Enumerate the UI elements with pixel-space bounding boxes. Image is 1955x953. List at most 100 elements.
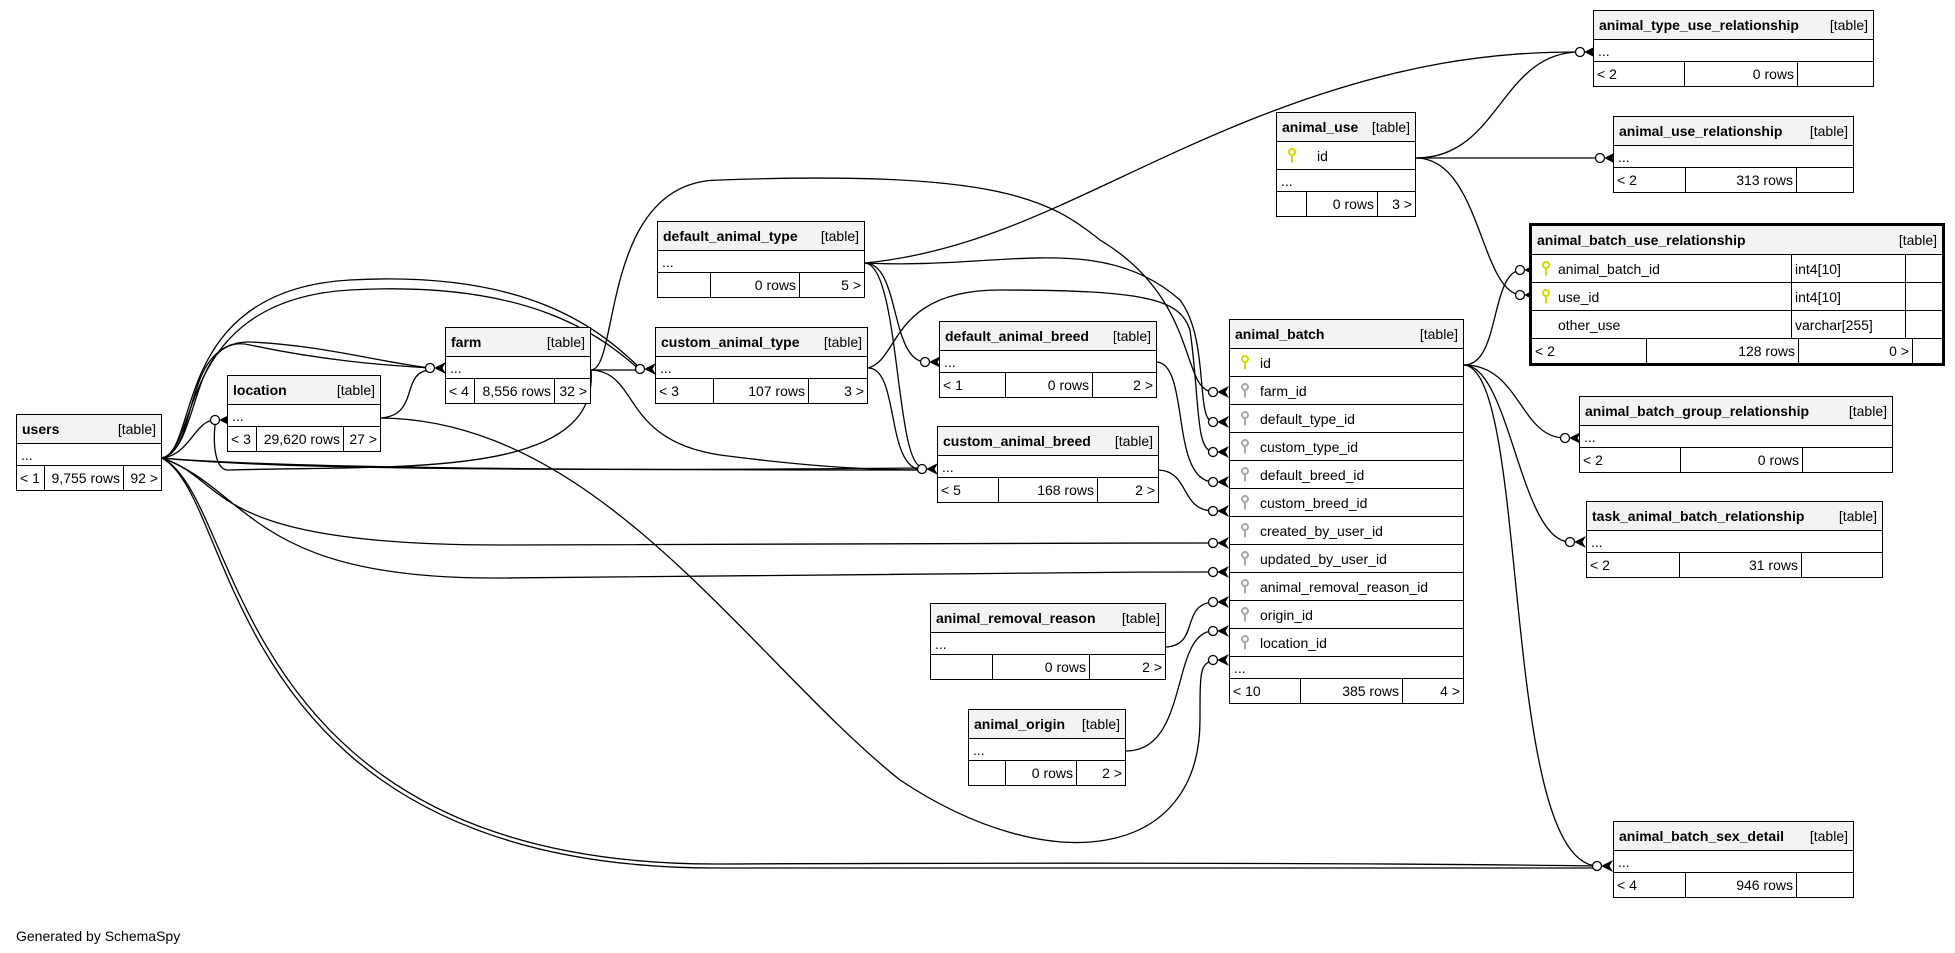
- zero-cardinality-marker: [1574, 46, 1586, 58]
- parents-link[interactable]: < 1: [940, 373, 1006, 397]
- column-row[interactable]: id: [1230, 349, 1463, 377]
- column-row[interactable]: animal_removal_reason_id: [1230, 573, 1463, 601]
- children-link[interactable]: [1797, 873, 1853, 897]
- table-header[interactable]: custom_animal_breed[table]: [938, 427, 1158, 456]
- foreign-key-icon: [1234, 578, 1256, 595]
- column-row[interactable]: location_id: [1230, 629, 1463, 657]
- relationship-line-animal_removal_reason-to-animal_batch.removal: [1165, 601, 1214, 648]
- parents-link[interactable]: < 4: [446, 379, 475, 403]
- column-row[interactable]: custom_type_id: [1230, 433, 1463, 461]
- children-link[interactable]: [1798, 62, 1873, 86]
- children-link[interactable]: 3 >: [1392, 196, 1412, 212]
- column-row[interactable]: default_breed_id: [1230, 461, 1463, 489]
- table-header[interactable]: default_animal_breed[table]: [940, 322, 1156, 351]
- children-link[interactable]: [1797, 168, 1853, 192]
- zero-cardinality-marker: [1564, 536, 1576, 548]
- column-name-cell: use_id: [1532, 283, 1792, 310]
- many-crowfoot-marker: [1601, 860, 1614, 872]
- table-header[interactable]: custom_animal_type[table]: [656, 328, 867, 357]
- table-kind: [table]: [1829, 17, 1868, 33]
- children-link[interactable]: 4 >: [1440, 683, 1460, 699]
- column-row[interactable]: updated_by_user_id: [1230, 545, 1463, 573]
- column-row[interactable]: origin_id: [1230, 601, 1463, 629]
- table-task-animal-batch-relationship[interactable]: task_animal_batch_relationship[table] ..…: [1586, 501, 1883, 578]
- children-link[interactable]: 2 >: [1142, 659, 1162, 675]
- table-header[interactable]: animal_batch_sex_detail[table]: [1614, 822, 1853, 851]
- table-animal-batch-use-relationship[interactable]: animal_batch_use_relationship[table] ani…: [1529, 223, 1945, 366]
- parents-link[interactable]: < 3: [656, 379, 714, 403]
- relationship-line-default_animal_type-to-default_animal_breed: [864, 262, 926, 363]
- table-animal-type-use-relationship[interactable]: animal_type_use_relationship[table] ... …: [1593, 10, 1874, 87]
- column-row[interactable]: default_type_id: [1230, 405, 1463, 433]
- children-link[interactable]: [1803, 448, 1892, 472]
- children-link[interactable]: [1802, 553, 1882, 577]
- columns-more: ...: [228, 405, 380, 427]
- children-link[interactable]: 2 >: [1102, 765, 1122, 781]
- table-header[interactable]: task_animal_batch_relationship[table]: [1587, 502, 1882, 531]
- row-count: 0 rows: [711, 273, 800, 297]
- table-kind: [table]: [1419, 326, 1458, 342]
- table-header[interactable]: location[table]: [228, 376, 380, 405]
- table-header[interactable]: animal_origin[table]: [969, 710, 1125, 739]
- table-header[interactable]: animal_use[table]: [1277, 113, 1415, 142]
- table-name: task_animal_batch_relationship: [1592, 508, 1805, 524]
- children-link[interactable]: 2 >: [1133, 377, 1153, 393]
- parents-link[interactable]: < 2: [1532, 339, 1647, 363]
- column-name: custom_breed_id: [1260, 494, 1368, 511]
- parents-link[interactable]: < 4: [1614, 873, 1686, 897]
- parents-link[interactable]: < 1: [17, 466, 45, 490]
- children-link[interactable]: 92 >: [130, 470, 158, 486]
- children-link[interactable]: 32 >: [559, 383, 587, 399]
- children-link[interactable]: 27 >: [349, 431, 377, 447]
- table-header[interactable]: animal_batch[table]: [1230, 320, 1463, 349]
- children-link[interactable]: 5 >: [841, 277, 861, 293]
- table-header[interactable]: farm[table]: [446, 328, 590, 357]
- column-row[interactable]: farm_id: [1230, 377, 1463, 405]
- table-header[interactable]: animal_use_relationship[table]: [1614, 117, 1853, 146]
- table-header[interactable]: users[table]: [17, 415, 161, 444]
- table-header[interactable]: animal_batch_group_relationship[table]: [1580, 397, 1892, 426]
- parents-link[interactable]: < 2: [1580, 448, 1681, 472]
- parents-link[interactable]: < 10: [1230, 679, 1301, 703]
- column-row[interactable]: custom_breed_id: [1230, 489, 1463, 517]
- parents-link[interactable]: [658, 273, 711, 297]
- children-link[interactable]: 3 >: [844, 383, 864, 399]
- table-header[interactable]: animal_removal_reason[table]: [931, 604, 1165, 633]
- parents-link[interactable]: < 2: [1594, 62, 1685, 86]
- parents-link[interactable]: [1277, 192, 1307, 216]
- row-count: 31 rows: [1680, 553, 1802, 577]
- table-name: farm: [451, 334, 482, 350]
- zero-cardinality-marker: [1207, 386, 1219, 398]
- footer-spacer: [1913, 339, 1942, 363]
- children-link[interactable]: 2 >: [1135, 482, 1155, 498]
- column-row-id[interactable]: id: [1277, 142, 1415, 170]
- children-link[interactable]: 0 >: [1799, 339, 1913, 363]
- parents-link[interactable]: < 2: [1614, 168, 1686, 192]
- column-row[interactable]: created_by_user_id: [1230, 517, 1463, 545]
- table-header[interactable]: default_animal_type[table]: [658, 222, 864, 251]
- parents-link[interactable]: [969, 761, 1006, 785]
- table-header[interactable]: animal_type_use_relationship[table]: [1594, 11, 1873, 40]
- table-animal-batch-group-relationship[interactable]: animal_batch_group_relationship[table] .…: [1579, 396, 1893, 473]
- parents-link[interactable]: < 3: [228, 427, 257, 451]
- parents-link[interactable]: < 2: [1587, 553, 1680, 577]
- table-header[interactable]: animal_batch_use_relationship[table]: [1532, 226, 1942, 255]
- parents-link[interactable]: < 5: [938, 478, 999, 502]
- parents-link[interactable]: [931, 655, 993, 679]
